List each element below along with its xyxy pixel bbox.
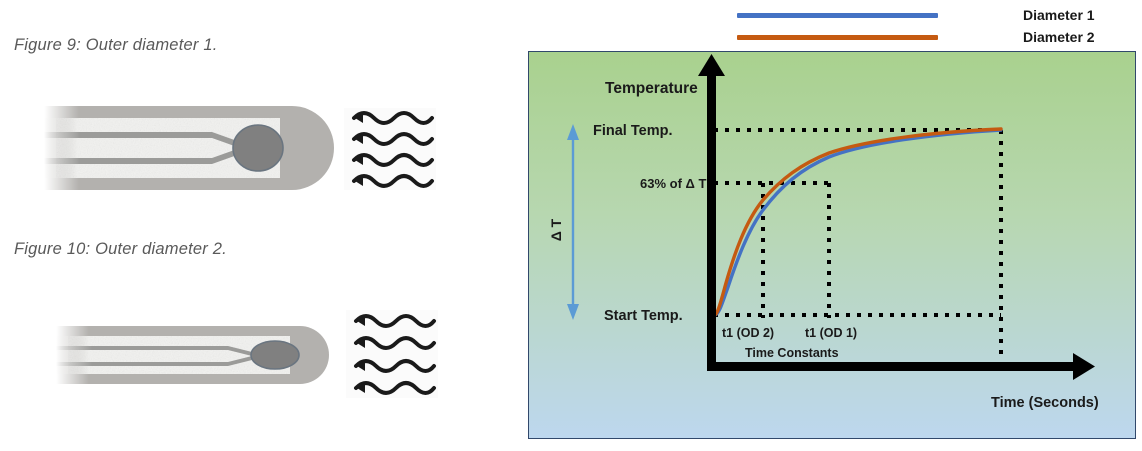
figure-9-caption: Figure 9: Outer diameter 1. [14,36,218,54]
probe-lead-wire-upper [56,346,256,356]
legend-label-diameter-2: Diameter 2 [1023,29,1095,45]
heat-wave-group [344,108,436,190]
y-axis-arrowhead [698,54,725,76]
legend-item-diameter-2: Diameter 2 [727,26,1127,48]
chart-legend: Diameter 1 Diameter 2 [727,4,1127,49]
y-axis-title: Temperature [605,80,698,97]
probe-sensor-bead [250,340,300,370]
legend-label-diameter-1: Diameter 1 [1023,7,1095,23]
outer-diameter-1-probe [44,96,436,200]
y-axis-line [707,71,716,371]
outer-diameter-2-probe [56,308,438,400]
chart-axes [698,54,1095,380]
legend-swatch-diameter-2 [737,34,938,40]
label-t1-od1: t1 (OD 1) [805,326,857,340]
label-delta-t: Δ T [548,218,564,241]
x-axis-line [707,362,1079,371]
label-final-temp: Final Temp. [593,123,673,139]
probe-lead-wire-upper [44,132,244,148]
probe-lead-wire-lower [56,356,256,366]
curve-diameter-2 [713,127,1003,317]
label-start-temp: Start Temp. [604,308,683,324]
probe-sensor-bead [232,124,284,172]
legend-item-diameter-1: Diameter 1 [727,4,1127,26]
label-t1-od2: t1 (OD 2) [722,326,774,340]
x-axis-arrowhead [1073,353,1095,380]
probe-lead-wire-lower [44,148,244,164]
guide-lines [714,128,1003,357]
figure-10-caption: Figure 10: Outer diameter 2. [14,240,227,258]
heat-wave-group [346,310,438,398]
label-63-percent: 63% of Δ T [640,176,706,191]
x-axis-title: Time (Seconds) [991,395,1099,411]
curve-diameter-1 [713,128,1003,317]
legend-swatch-diameter-1 [737,12,938,18]
label-time-constants: Time Constants [745,346,839,360]
delta-t-arrow [567,124,579,320]
temperature-response-chart: Temperature Final Temp. 63% of Δ T Start… [528,51,1136,439]
